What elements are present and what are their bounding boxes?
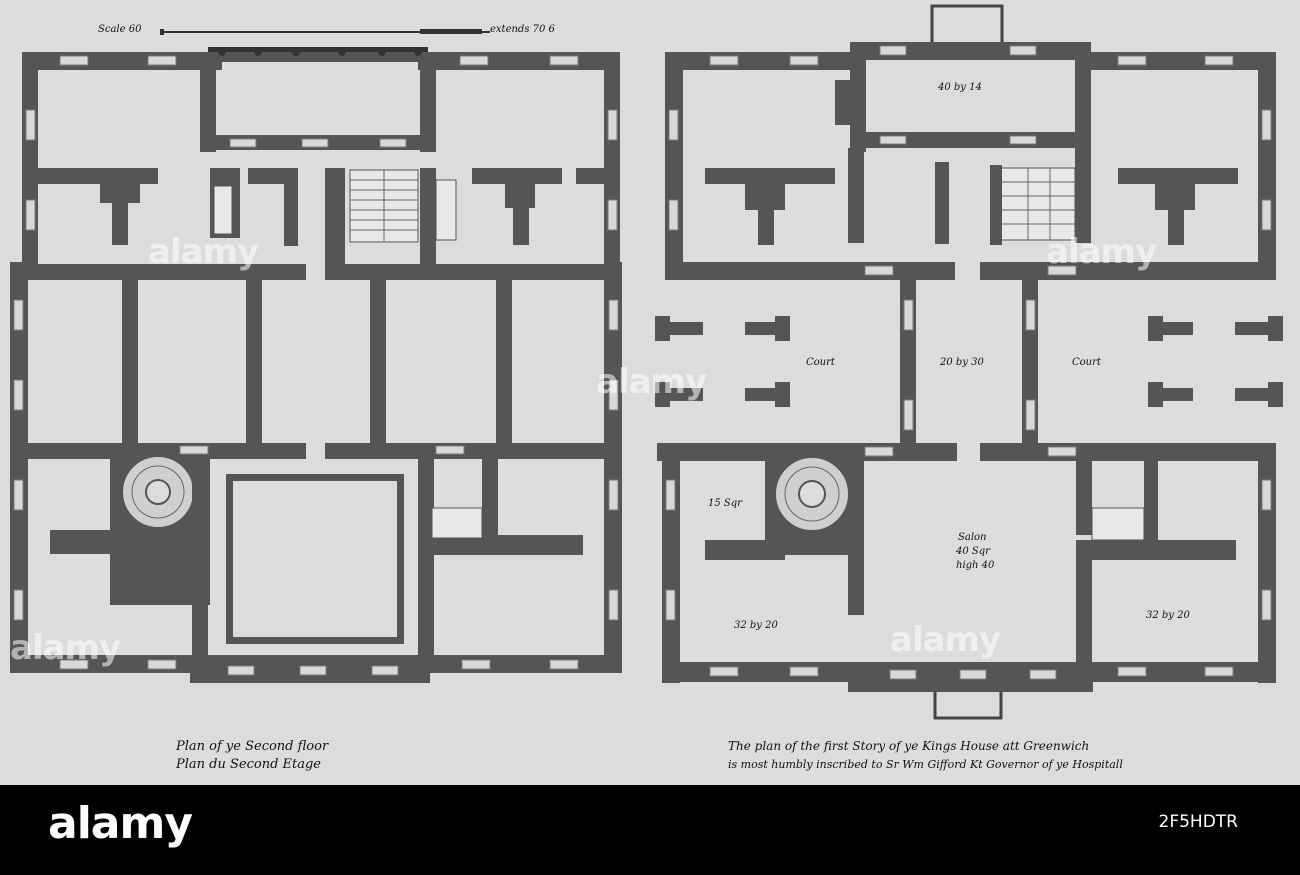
scale-bar xyxy=(160,29,490,35)
scale-label-left: Scale 60 xyxy=(98,24,142,35)
stock-id: 2F5HDTR xyxy=(1158,812,1238,832)
right-plan-caption-1: The plan of the first Story of ye Kings … xyxy=(728,739,1090,753)
room-label-salon-height: high 40 xyxy=(956,560,995,571)
left-plan xyxy=(10,47,622,683)
watermark: alamy xyxy=(148,232,259,272)
left-plan-caption-1: Plan of ye Second floor xyxy=(176,739,329,754)
room-label-small-left: 15 Sqr xyxy=(708,498,742,509)
watermark: alamy xyxy=(596,362,707,402)
floor-plans xyxy=(10,4,1283,720)
drawing-sheet: Scale 60 extends 70 6 40 by 14 Court 20 … xyxy=(0,0,1300,785)
room-label-court-left: Court xyxy=(806,357,835,368)
footer-bar xyxy=(0,785,1300,875)
room-label-center: 20 by 30 xyxy=(940,357,984,368)
brand-logo: alamy xyxy=(48,798,193,849)
room-label-salon: Salon xyxy=(958,532,987,543)
scale-label-right: extends 70 6 xyxy=(490,24,555,35)
right-plan-caption-2: is most humbly inscribed to Sr Wm Giffor… xyxy=(728,758,1123,771)
room-label-salon-size: 40 Sqr xyxy=(956,546,990,557)
room-label-court-right: Court xyxy=(1072,357,1101,368)
right-plan xyxy=(655,4,1283,720)
room-label-bottom-left: 32 by 20 xyxy=(734,620,778,631)
left-plan-caption-2: Plan du Second Etage xyxy=(176,757,321,772)
watermark: alamy xyxy=(890,620,1001,660)
room-label-top-center: 40 by 14 xyxy=(938,82,982,93)
room-label-bottom-right: 32 by 20 xyxy=(1146,610,1190,621)
watermark: alamy xyxy=(10,628,121,668)
watermark: alamy xyxy=(1046,232,1157,272)
